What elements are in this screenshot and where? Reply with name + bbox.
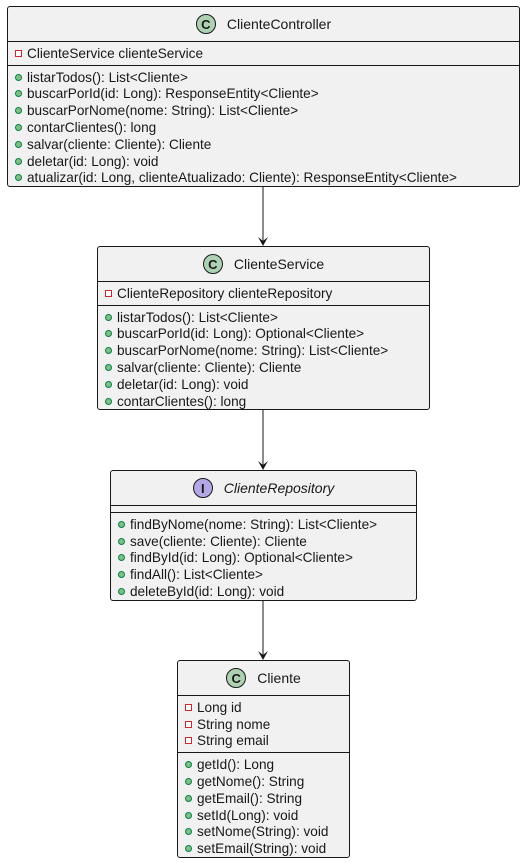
class-header: C Cliente bbox=[178, 661, 349, 696]
fields-section: Long id String nome String email bbox=[178, 696, 349, 754]
methods-section: listarTodos(): List<Cliente> buscarPorId… bbox=[8, 66, 519, 190]
method-row: listarTodos(): List<Cliente> bbox=[98, 309, 429, 326]
field-row: ClienteService clienteService bbox=[8, 45, 519, 62]
method-row: buscarPorId(id: Long): Optional<Cliente> bbox=[98, 326, 429, 343]
methods-section: listarTodos(): List<Cliente> buscarPorId… bbox=[98, 306, 429, 413]
class-cliente[interactable]: C Cliente Long id String nome String ema… bbox=[177, 660, 350, 858]
method-row: buscarPorId(id: Long): ResponseEntity<Cl… bbox=[8, 86, 519, 103]
public-icon bbox=[104, 330, 113, 338]
public-icon bbox=[117, 520, 126, 528]
interface-stereotype-icon: I bbox=[192, 478, 213, 498]
method-row: salvar(cliente: Cliente): Cliente bbox=[8, 136, 519, 153]
fields-section: ClienteService clienteService bbox=[8, 42, 519, 66]
public-icon bbox=[117, 537, 126, 545]
method-row: buscarPorNome(nome: String): List<Client… bbox=[98, 342, 429, 359]
class-name: ClienteRepository bbox=[223, 480, 335, 496]
method-row: listarTodos(): List<Cliente> bbox=[8, 69, 519, 86]
public-icon bbox=[14, 90, 23, 98]
method-row: save(cliente: Cliente): Cliente bbox=[111, 533, 416, 550]
public-icon bbox=[14, 124, 23, 132]
public-icon bbox=[184, 761, 193, 769]
method-row: setEmail(String): void bbox=[178, 840, 349, 857]
public-icon bbox=[14, 107, 23, 115]
class-header: C ClienteService bbox=[98, 247, 429, 282]
method-row: atualizar(id: Long, clienteAtualizado: C… bbox=[8, 170, 519, 187]
method-row: setNome(String): void bbox=[178, 824, 349, 841]
method-row: contarClientes(): long bbox=[98, 393, 429, 410]
method-row: deletar(id: Long): void bbox=[98, 376, 429, 393]
class-cliente-controller[interactable]: C ClienteController ClienteService clien… bbox=[7, 6, 520, 187]
class-stereotype-icon: C bbox=[226, 668, 247, 688]
public-icon bbox=[117, 588, 126, 596]
method-row: getId(): Long bbox=[178, 756, 349, 773]
private-icon bbox=[14, 49, 23, 57]
methods-section: getId(): Long getNome(): String getEmail… bbox=[178, 753, 349, 860]
class-stereotype-icon: C bbox=[202, 254, 223, 274]
method-row: setId(Long): void bbox=[178, 807, 349, 824]
field-row: String email bbox=[178, 733, 349, 750]
field-row: String nome bbox=[178, 716, 349, 733]
method-row: buscarPorNome(nome: String): List<Client… bbox=[8, 102, 519, 119]
method-row: findByNome(nome: String): List<Cliente> bbox=[111, 516, 416, 533]
class-stereotype-icon: C bbox=[195, 14, 216, 34]
class-header: I ClienteRepository bbox=[111, 471, 416, 506]
method-row: deletar(id: Long): void bbox=[8, 153, 519, 170]
method-row: getEmail(): String bbox=[178, 790, 349, 807]
public-icon bbox=[184, 778, 193, 786]
method-row: deleteById(id: Long): void bbox=[111, 583, 416, 600]
method-row: findById(id: Long): Optional<Cliente> bbox=[111, 550, 416, 567]
method-row: getNome(): String bbox=[178, 773, 349, 790]
public-icon bbox=[117, 571, 126, 579]
private-icon bbox=[184, 737, 193, 745]
public-icon bbox=[104, 313, 113, 321]
field-row: Long id bbox=[178, 699, 349, 716]
public-icon bbox=[104, 397, 113, 405]
class-name: ClienteController bbox=[226, 16, 332, 32]
public-icon bbox=[104, 347, 113, 355]
interface-cliente-repository[interactable]: I ClienteRepository findByNome(nome: Str… bbox=[110, 470, 417, 601]
class-cliente-service[interactable]: C ClienteService ClienteRepository clien… bbox=[97, 246, 430, 410]
public-icon bbox=[14, 140, 23, 148]
public-icon bbox=[184, 811, 193, 819]
public-icon bbox=[184, 828, 193, 836]
public-icon bbox=[184, 794, 193, 802]
methods-section: findByNome(nome: String): List<Cliente> … bbox=[111, 513, 416, 603]
class-name: ClienteService bbox=[233, 256, 325, 272]
method-row: findAll(): List<Cliente> bbox=[111, 566, 416, 583]
field-row: ClienteRepository clienteRepository bbox=[98, 285, 429, 302]
public-icon bbox=[104, 364, 113, 372]
private-icon bbox=[184, 703, 193, 711]
public-icon bbox=[184, 845, 193, 853]
private-icon bbox=[184, 720, 193, 728]
class-name: Cliente bbox=[257, 670, 301, 686]
private-icon bbox=[104, 289, 113, 297]
public-icon bbox=[14, 157, 23, 165]
class-header: C ClienteController bbox=[8, 7, 519, 42]
public-icon bbox=[14, 73, 23, 81]
public-icon bbox=[14, 174, 23, 182]
method-row: contarClientes(): long bbox=[8, 119, 519, 136]
fields-section: ClienteRepository clienteRepository bbox=[98, 282, 429, 306]
public-icon bbox=[117, 554, 126, 562]
public-icon bbox=[104, 380, 113, 388]
fields-section bbox=[111, 506, 416, 513]
method-row: salvar(cliente: Cliente): Cliente bbox=[98, 359, 429, 376]
